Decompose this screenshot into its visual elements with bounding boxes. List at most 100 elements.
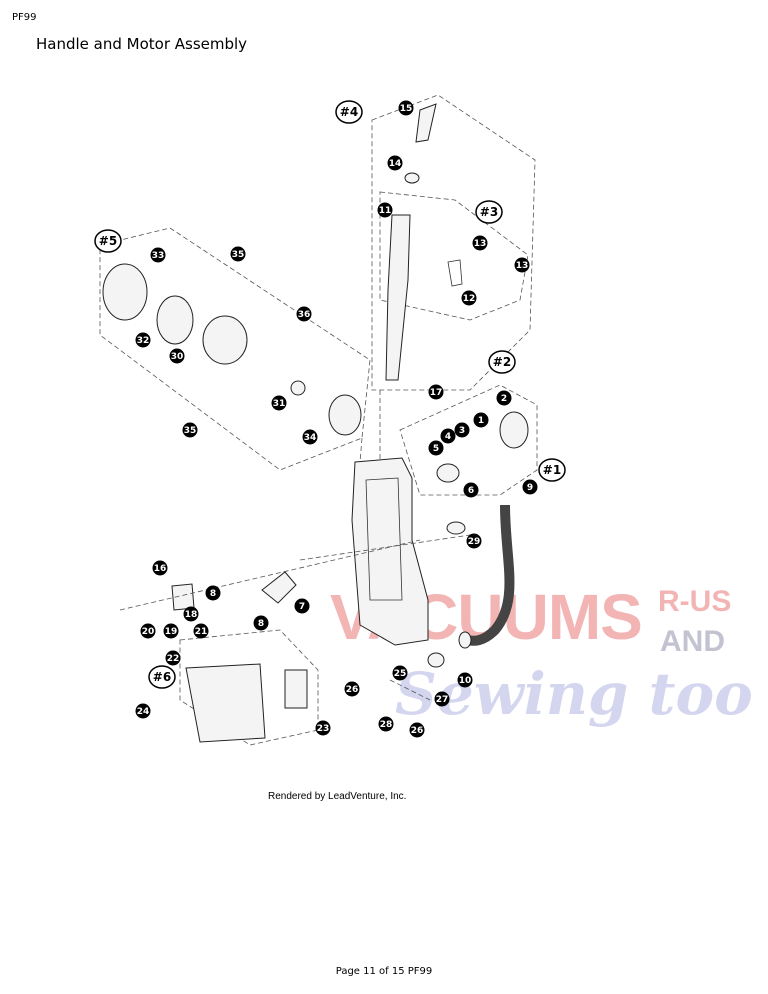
part-number-label: 35	[184, 426, 197, 436]
part-bubble-30	[169, 348, 185, 364]
group-label: #4	[340, 105, 358, 119]
part-number-label: 9	[527, 483, 533, 493]
part-bubble-28	[378, 716, 394, 732]
group-2-outline	[399, 384, 538, 496]
part-bubble-13	[472, 235, 488, 251]
hose-ring	[427, 652, 445, 668]
page-title: Handle and Motor Assembly	[36, 35, 248, 53]
watermark-sewing-too: Sewing too	[395, 660, 753, 728]
part-bubble-7	[294, 598, 310, 614]
part-bubble-4	[440, 428, 456, 444]
part-number-label: 19	[165, 627, 178, 637]
group-bubble-3	[475, 200, 503, 224]
part-bubble-35	[182, 422, 198, 438]
part-number-label: 21	[195, 627, 208, 637]
part-number-label: 14	[389, 159, 402, 169]
handle-tube	[385, 214, 411, 381]
motor-gasket	[156, 295, 194, 345]
part-bubble-10	[457, 672, 473, 688]
watermark-and: AND	[660, 625, 725, 658]
part-bubble-36	[296, 306, 312, 322]
filter-plug	[446, 521, 466, 535]
part-bubble-6	[463, 482, 479, 498]
part-bubble-34	[302, 429, 318, 445]
watermark-r-us: R-US	[658, 585, 732, 618]
seal-ring	[436, 463, 460, 483]
part-number-label: 28	[380, 720, 393, 730]
group-bubble-4	[335, 100, 363, 124]
part-number-label: 23	[317, 724, 330, 734]
document-code: PF99	[12, 12, 37, 23]
group-5-outline	[99, 227, 371, 471]
group-bubble-6	[148, 665, 176, 689]
part-number-label: 34	[304, 433, 317, 443]
render-credit: Rendered by LeadVenture, Inc.	[268, 791, 407, 802]
hose-connector	[499, 411, 529, 449]
part-bubble-21	[193, 623, 209, 639]
part-number-label: 17	[430, 388, 443, 398]
part-bubble-2	[496, 390, 512, 406]
part-bubble-3	[454, 422, 470, 438]
hose	[464, 504, 515, 646]
part-number-label: 32	[137, 336, 150, 346]
part-bubble-26	[409, 722, 425, 738]
part-number-label: 29	[468, 537, 481, 547]
part-bubble-26	[344, 681, 360, 697]
part-bubble-25	[392, 665, 408, 681]
motor-cover-ring	[102, 263, 148, 321]
part-bubble-11	[377, 202, 393, 218]
part-number-label: 1	[478, 416, 484, 426]
group-label: #6	[153, 670, 171, 684]
part-bubble-27	[434, 691, 450, 707]
part-bubble-18	[183, 606, 199, 622]
part-number-label: 35	[232, 250, 245, 260]
part-bubble-13	[514, 257, 530, 273]
part-bubble-1	[473, 412, 489, 428]
group-6-outline	[179, 629, 319, 746]
part-bubble-29	[466, 533, 482, 549]
part-number-label: 2	[501, 394, 507, 404]
cord-hook	[447, 259, 463, 287]
part-bubble-20	[140, 623, 156, 639]
part-bubble-8	[253, 615, 269, 631]
part-bubble-12	[461, 290, 477, 306]
main-body-housing	[351, 457, 429, 646]
part-number-label: 25	[394, 669, 407, 679]
group-labels: #1#2#3#4#5#6	[94, 100, 566, 689]
part-bubble-5	[428, 440, 444, 456]
group-3-outline	[379, 191, 529, 321]
part-number-label: 7	[299, 602, 305, 612]
group-label: #2	[493, 355, 511, 369]
part-bubble-22	[165, 650, 181, 666]
group-bubble-2	[488, 350, 516, 374]
part-number-label: 26	[411, 726, 424, 736]
part-number-label: 13	[474, 239, 487, 249]
group-label: #5	[99, 234, 117, 248]
part-number-label: 33	[152, 251, 165, 261]
part-bubble-32	[135, 332, 151, 348]
part-number-label: 26	[346, 685, 359, 695]
part-number-label: 3	[459, 426, 465, 436]
part-number-label: 13	[516, 261, 529, 271]
part-number-label: 18	[185, 610, 198, 620]
group-label: #1	[543, 463, 561, 477]
exhaust-filter	[284, 669, 308, 709]
part-bubble-8	[205, 585, 221, 601]
part-number-label: 10	[459, 676, 472, 686]
part-number-label: 12	[463, 294, 476, 304]
part-bubble-16	[152, 560, 168, 576]
motor-fan-nut	[290, 380, 306, 396]
part-number-label: 5	[433, 444, 439, 454]
main-body-inner	[365, 477, 403, 601]
motor-exhaust-cap	[328, 394, 362, 436]
part-number-label: 6	[468, 486, 474, 496]
part-bubble-31	[271, 395, 287, 411]
part-number-label: 30	[171, 352, 184, 362]
part-bubble-23	[315, 720, 331, 736]
part-bubble-9	[522, 479, 538, 495]
part-number-label: 27	[436, 695, 449, 705]
exhaust-nozzle	[261, 571, 297, 604]
part-number-label: 31	[273, 399, 286, 409]
part-number-label: 22	[167, 654, 180, 664]
